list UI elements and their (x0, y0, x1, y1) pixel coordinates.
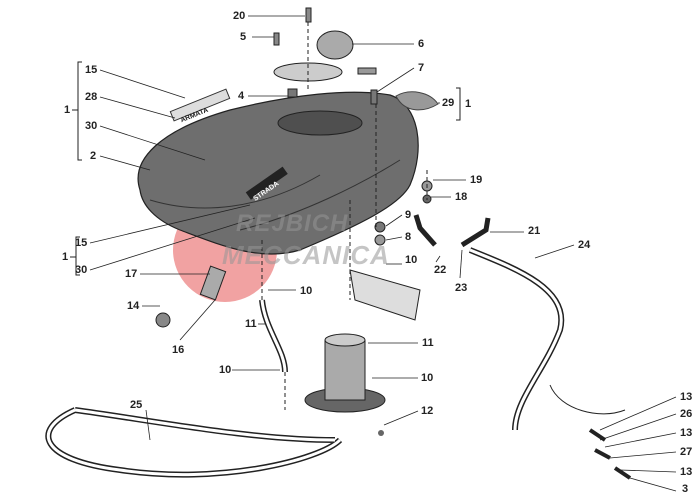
callout-9: 9 (405, 209, 412, 221)
callout-5: 5 (240, 31, 247, 43)
callout-23: 23 (455, 282, 468, 294)
bolt-7 (370, 89, 378, 105)
pump-bracket (349, 269, 421, 321)
callout-21: 21 (528, 225, 541, 237)
callout-10-b: 10 (300, 285, 313, 297)
callout-13-c: 13 (680, 466, 693, 478)
fitting-23 (460, 217, 491, 248)
callout-4: 4 (238, 90, 245, 102)
callout-26: 26 (680, 408, 693, 420)
filler-cap (316, 30, 354, 60)
callout-3: 3 (682, 483, 689, 495)
callout-12: 12 (421, 405, 434, 417)
callout-13-b: 13 (680, 427, 693, 439)
callout-2: 2 (90, 150, 97, 162)
bolt-5 (273, 32, 280, 46)
callout-11-a: 11 (245, 318, 257, 330)
callout-8: 8 (405, 231, 412, 243)
bracket-part (549, 384, 626, 415)
callout-11-b: 11 (422, 337, 434, 349)
callout-13-a: 13 (680, 391, 693, 403)
callout-30-lower: 30 (75, 264, 88, 276)
callout-7: 7 (418, 62, 425, 74)
callout-24: 24 (578, 239, 591, 251)
callout-10-d: 10 (421, 372, 434, 384)
callout-19: 19 (470, 174, 483, 186)
callout-28: 28 (85, 91, 98, 103)
watermark-line1: REJBICH (236, 210, 349, 237)
nut-14 (155, 312, 171, 328)
callout-18: 18 (455, 191, 468, 203)
bolt-20 (305, 7, 312, 23)
fuel-tap-17 (199, 265, 227, 301)
decal-strada (245, 166, 288, 200)
callout-6: 6 (418, 38, 425, 50)
hose-24 (468, 247, 565, 431)
fuel-pump (324, 339, 366, 401)
callout-20: 20 (233, 10, 246, 22)
filler-opening (277, 110, 363, 136)
callout-29: 29 (442, 97, 455, 109)
fitting-22 (413, 214, 437, 247)
part-29 (395, 91, 439, 111)
callout-10-a: 10 (405, 254, 418, 266)
callout-15: 15 (85, 64, 98, 76)
callout-1-top-right: 1 (465, 98, 472, 110)
callout-27: 27 (680, 446, 693, 458)
callout-17: 17 (125, 268, 138, 280)
callout-25: 25 (130, 399, 143, 411)
callout-16: 16 (172, 344, 185, 356)
callout-14: 14 (127, 300, 140, 312)
callout-30: 30 (85, 120, 98, 132)
callout-1-lower: 1 (62, 251, 69, 263)
callout-15-lower: 15 (75, 237, 88, 249)
callout-10-c: 10 (219, 364, 232, 376)
nut-4 (287, 88, 298, 98)
callout-22: 22 (434, 264, 447, 276)
callout-1-top-left: 1 (64, 104, 71, 116)
watermark-line2: MECCANICA (222, 240, 390, 270)
decal-28 (169, 88, 231, 122)
